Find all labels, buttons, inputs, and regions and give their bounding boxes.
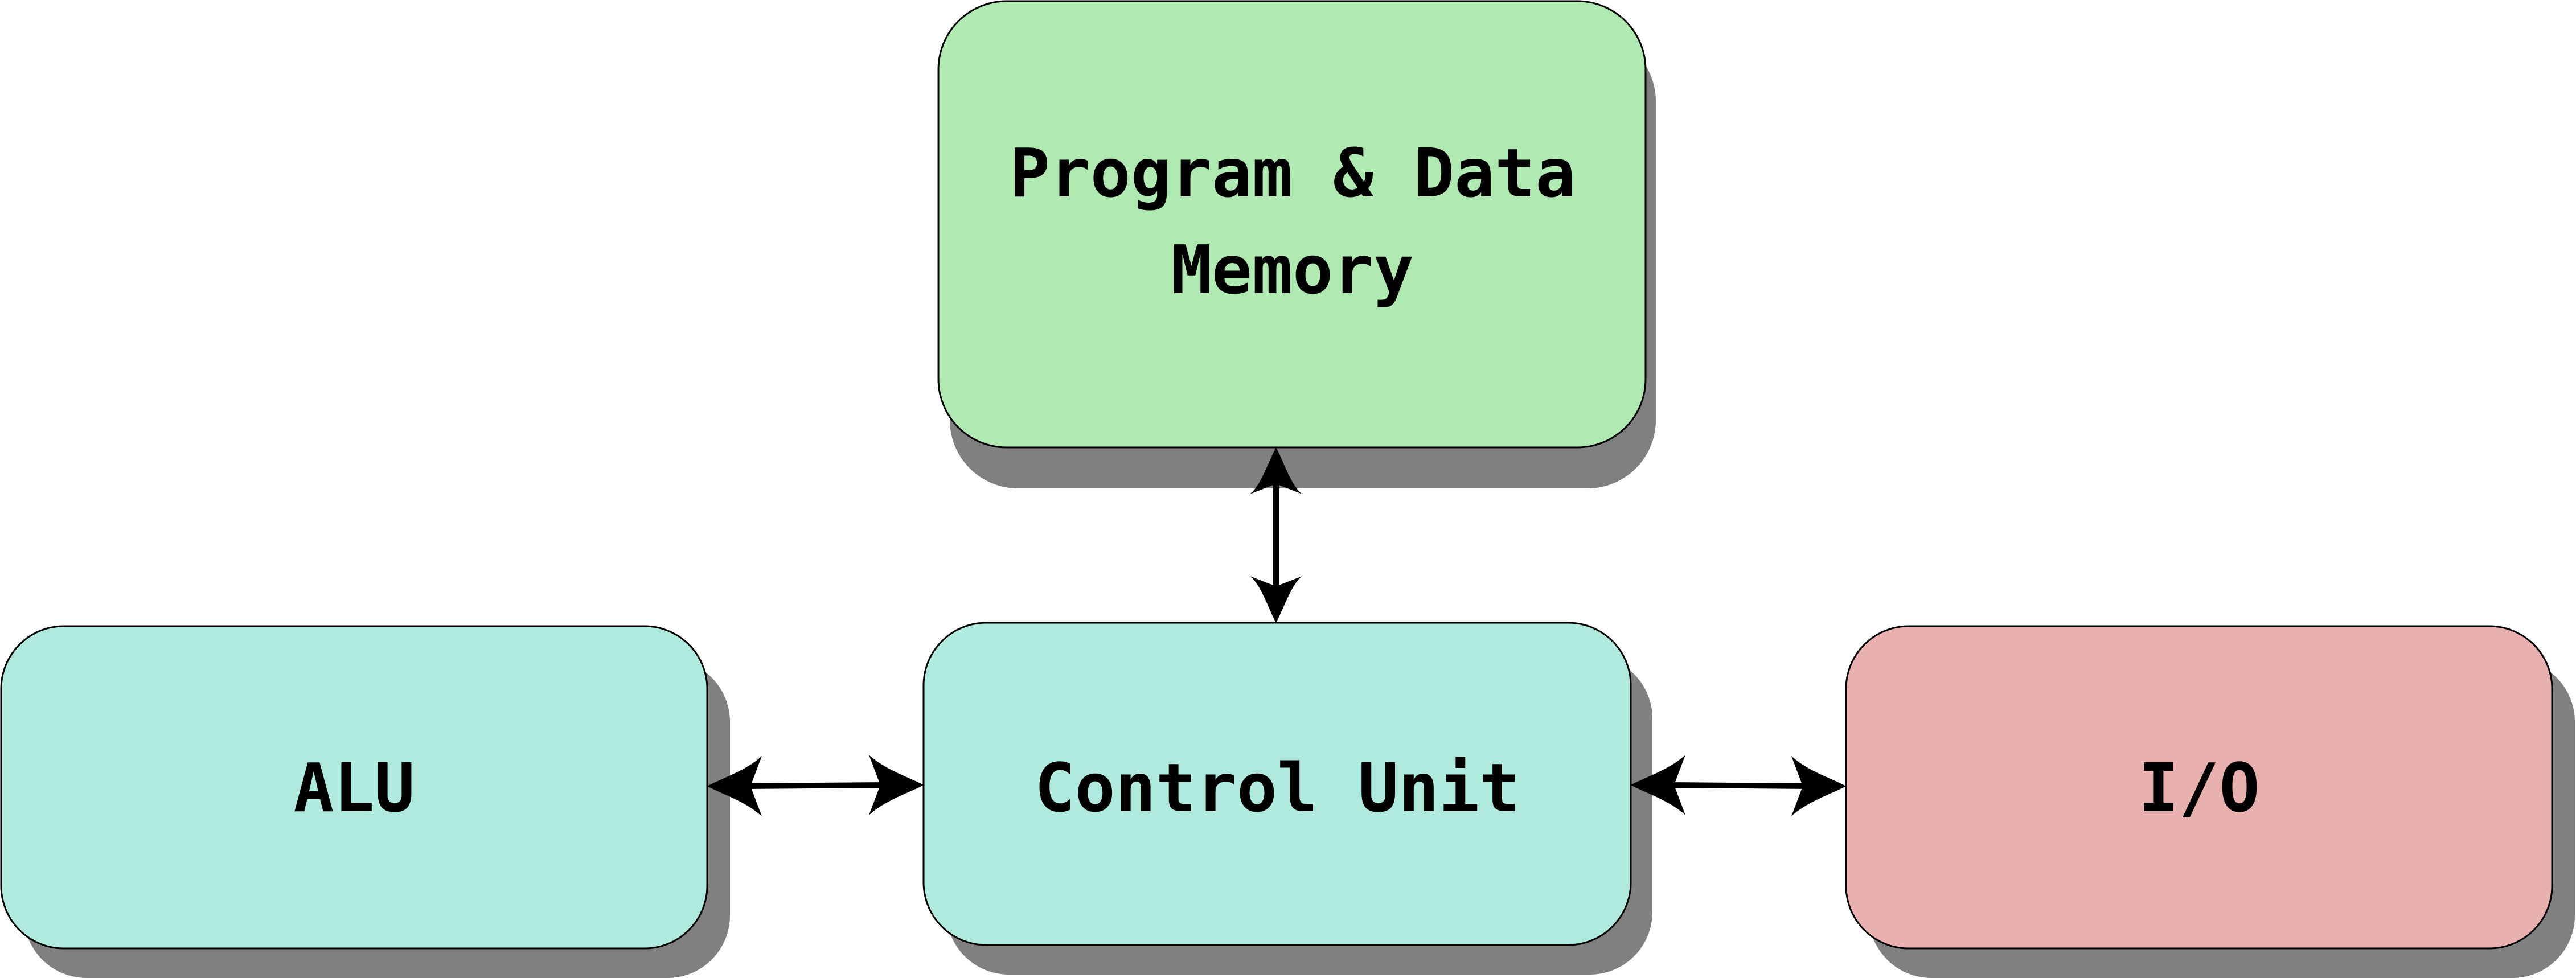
arrowhead-control-unit-right-end [1631, 755, 1685, 815]
alu-box[interactable] [0, 625, 708, 950]
arrowhead-io-end [1791, 756, 1846, 816]
control-unit-label: Control Unit [1035, 749, 1520, 827]
arrowhead-control-unit-left-end [869, 755, 924, 815]
io-box[interactable] [1845, 625, 2553, 950]
edge-alu-control-unit [745, 782, 889, 789]
memory-box[interactable] [937, 0, 1647, 449]
io-label: I/O [2138, 749, 2259, 827]
arrowhead-control-unit-top-end [1250, 576, 1302, 623]
alu-label: ALU [293, 749, 415, 827]
arrowhead-alu-end [707, 756, 762, 816]
memory-label-line-1: Program & Data [1010, 134, 1576, 212]
connectors [707, 447, 1846, 816]
edge-control-unit-io [1669, 782, 1811, 789]
arrowhead-memory-end [1250, 447, 1302, 494]
control-unit-box[interactable] [922, 622, 1632, 946]
boxes [0, 0, 2553, 950]
memory-label-line-2: Memory [1171, 231, 1414, 309]
labels: Program & Data Memory ALU Control Unit I… [293, 134, 2259, 827]
